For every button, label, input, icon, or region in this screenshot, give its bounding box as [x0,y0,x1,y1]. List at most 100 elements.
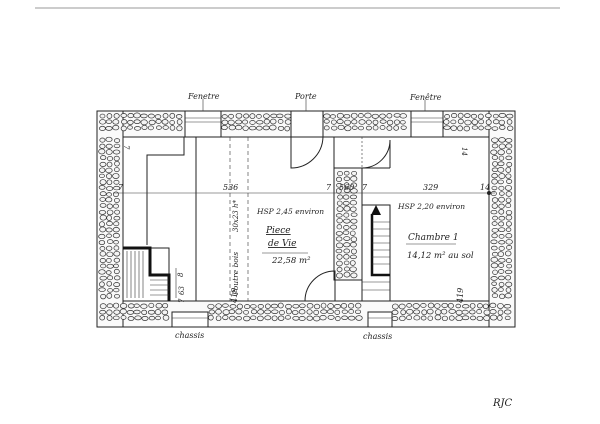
stone [113,315,120,321]
stone [235,316,242,321]
stone [148,302,155,309]
stone [349,230,356,236]
stone [112,227,120,233]
stone [505,191,513,197]
stone [490,191,497,197]
stone [461,315,470,321]
stone [489,302,497,309]
stone [269,124,277,131]
stone [156,125,162,130]
stone [320,302,327,309]
stone [98,148,106,155]
stone [477,303,483,309]
stone [492,119,500,125]
staircase-left [122,246,177,302]
stone [327,314,335,320]
window-left [184,110,222,138]
stone [498,113,507,118]
stone [506,245,513,250]
stone [98,287,106,292]
stone [107,288,113,293]
stone [498,287,504,292]
stone [270,118,277,125]
stone [498,137,506,143]
stone [482,303,489,309]
label-porte: Porte [294,92,317,101]
stone [271,315,278,322]
stone [491,185,498,191]
stone [99,303,107,309]
dim-7-mid: 7 [326,183,332,192]
stone [335,231,343,236]
stone [492,215,498,221]
stone [105,197,113,203]
stone [154,309,162,316]
dim-419-left: 419 [230,288,239,304]
stone [497,309,504,316]
stone [372,119,379,126]
stone [106,257,112,263]
stone [391,309,399,315]
stone [349,194,358,200]
stone [349,206,357,212]
stone [106,220,113,227]
stone [343,212,350,218]
stone [400,309,407,316]
stone [503,304,512,309]
stone [498,119,505,126]
dim-560: 560 [339,183,354,192]
stone [161,309,169,316]
stone [99,119,107,125]
stone [148,315,156,321]
stone [498,263,505,268]
stone [470,113,477,119]
stone [235,124,243,131]
stone [505,167,512,173]
stone [490,245,498,251]
stone [498,208,505,215]
stone [100,155,107,161]
stone [119,303,128,309]
stone [331,125,338,131]
stone [284,113,292,119]
stone [349,200,357,206]
stone [434,309,442,316]
stone [498,240,506,245]
stone [162,125,169,130]
stone [106,233,112,238]
stone [343,188,351,193]
stone [284,315,292,320]
stone [107,239,114,244]
stone [379,125,386,130]
stone [443,119,450,125]
stone [343,218,351,224]
stone [98,233,106,240]
stone [478,125,484,131]
stone [114,197,120,203]
stone [133,303,140,308]
stone [505,239,513,245]
stone [497,315,503,321]
stone [344,119,351,126]
stone [244,304,251,309]
stone [455,315,463,322]
living-name-1: Piece [265,226,291,236]
stone [285,303,292,310]
stone [497,275,505,281]
stone [114,160,120,167]
stone [489,309,497,315]
stone [313,315,321,322]
stone [276,113,284,119]
stone [207,303,215,310]
stone [286,308,292,315]
stone [284,119,292,125]
stone [221,114,228,119]
stone [491,227,499,233]
stone [399,120,406,125]
stone [350,241,357,248]
stone [343,242,351,248]
stone [335,176,343,183]
stone [391,316,399,321]
bedroom-name: Chambre 1 [408,233,459,243]
dim-536: 536 [223,183,238,192]
